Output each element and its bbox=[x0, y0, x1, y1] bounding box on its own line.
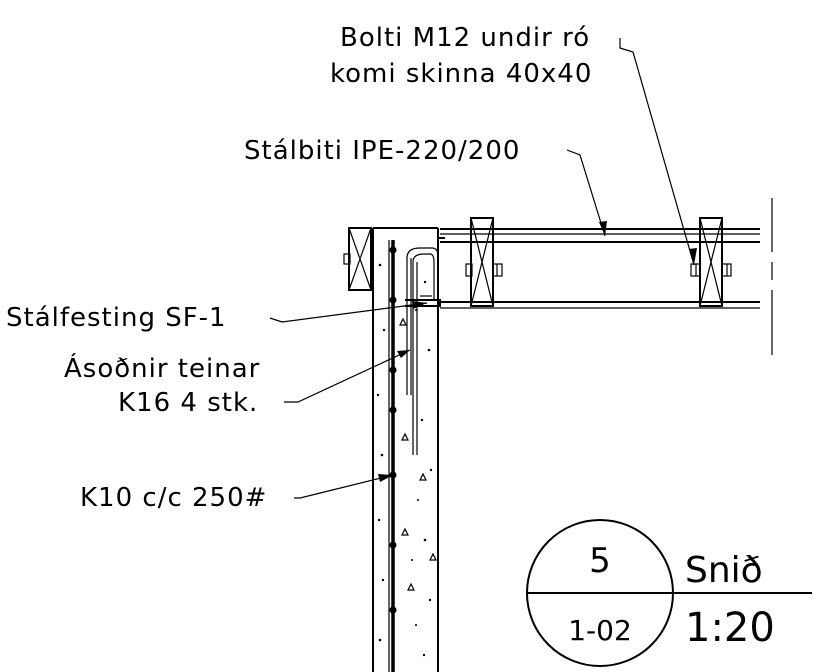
timber-block-mid bbox=[465, 217, 503, 307]
concrete-aggregate bbox=[399, 317, 437, 591]
concrete-wall bbox=[372, 227, 439, 672]
beam-label: Stálbiti IPE-220/200 bbox=[244, 136, 520, 166]
section-title: Snið bbox=[685, 550, 763, 591]
welded-bars-label-line1: Ásoðnir teinar bbox=[64, 352, 260, 384]
section-title-block: 5 1-02 Snið 1:20 bbox=[526, 519, 812, 667]
leader-lines bbox=[269, 38, 697, 499]
bolt-label-line1: Bolti M12 undir ró bbox=[340, 23, 590, 53]
section-scale: 1:20 bbox=[685, 605, 775, 651]
vertical-rebar bbox=[388, 240, 397, 672]
timber-block-right bbox=[690, 217, 732, 307]
bolt-label-line2: komi skinna 40x40 bbox=[330, 59, 592, 89]
fixing-label: Stálfesting SF-1 bbox=[6, 303, 227, 333]
rebar-label: K10 c/c 250# bbox=[80, 483, 267, 513]
sheet-reference: 1-02 bbox=[568, 614, 632, 647]
welded-bars bbox=[406, 247, 439, 455]
section-number: 5 bbox=[589, 541, 611, 581]
timber-block-left bbox=[343, 227, 372, 291]
welded-bars-label-line2: K16 4 stk. bbox=[118, 388, 258, 418]
concrete-hatch bbox=[376, 263, 433, 657]
